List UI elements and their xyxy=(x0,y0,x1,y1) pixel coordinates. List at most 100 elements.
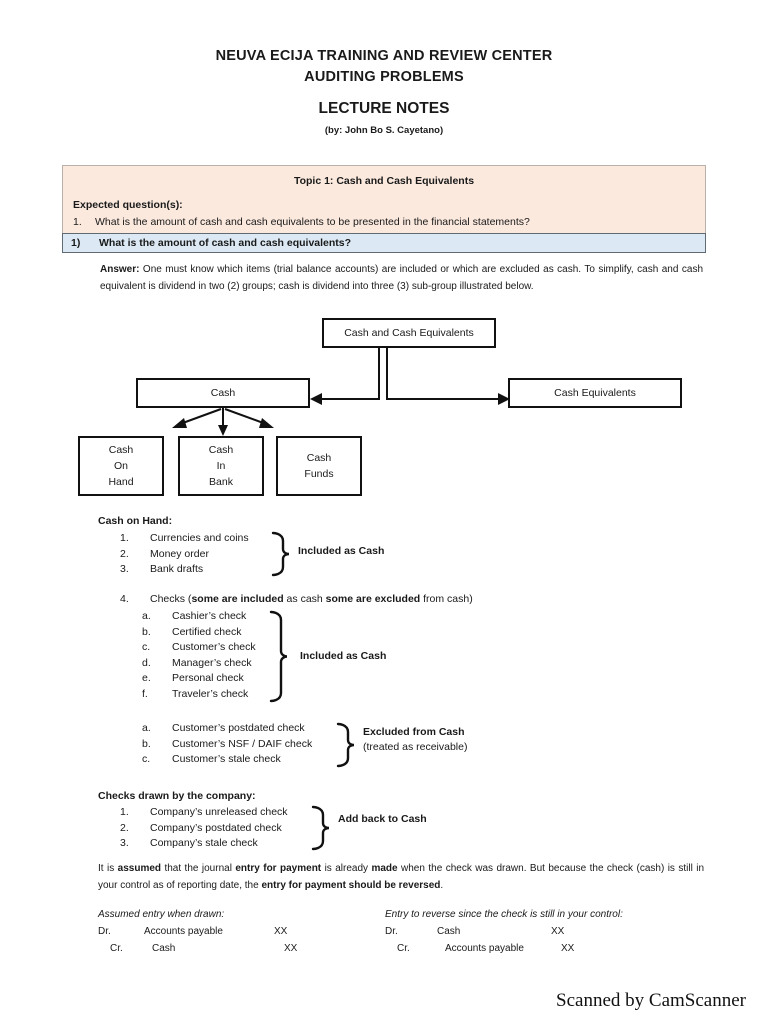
closing-text-5: . xyxy=(440,880,444,891)
list-item-text: Company’s unreleased check xyxy=(150,806,288,818)
list-item: 1. Company’s unreleased check xyxy=(120,805,288,821)
list-item: b. Customer’s NSF / DAIF check xyxy=(142,737,312,753)
closing-bold-1: assumed xyxy=(117,863,162,874)
list-item: d. Manager’s check xyxy=(142,656,256,672)
journal-entry-reversal: Entry to reverse since the check is stil… xyxy=(385,906,705,957)
question-bar-text: What is the amount of cash and cash equi… xyxy=(99,237,352,249)
journal-entry-side: Dr. xyxy=(98,926,111,937)
section-heading-cash-on-hand: Cash on Hand: xyxy=(98,515,173,527)
list-item-text: Cashier’s check xyxy=(172,610,247,622)
list-item-text-bold1: some are included xyxy=(191,593,284,605)
diagram-box-label-line2: Funds xyxy=(304,468,334,480)
list-item-text: Personal check xyxy=(172,672,244,685)
list-item: f. Traveler’s check xyxy=(142,687,256,703)
list-item-marker: c. xyxy=(142,753,151,766)
diagram-box-cash-on-hand: Cash On Hand xyxy=(78,436,164,496)
list-checks-excluded: a. Customer’s postdated check b. Custome… xyxy=(142,721,312,768)
journal-entry-title: Assumed entry when drawn: xyxy=(98,909,225,920)
topic-title: Topic 1: Cash and Cash Equivalents xyxy=(293,175,475,187)
scanner-watermark: Scanned by CamScanner xyxy=(556,990,746,1011)
author-byline: (by: John Bo S. Cayetano) xyxy=(324,125,444,136)
question-bar: 1) What is the amount of cash and cash e… xyxy=(62,233,706,253)
document-header: NEUVA ECIJA TRAINING AND REVIEW CENTER A… xyxy=(0,46,768,138)
diagram-fanout-arrows-icon xyxy=(172,408,274,436)
list-item-marker: b. xyxy=(142,625,151,638)
diagram-box-label-line3: Bank xyxy=(209,476,233,488)
expected-question-number: 1. xyxy=(73,216,82,228)
list-item: a. Cashier’s check xyxy=(142,609,256,625)
journal-entry-title: Entry to reverse since the check is stil… xyxy=(385,909,623,920)
brace-label-add-back-to-cash: Add back to Cash xyxy=(338,813,427,825)
diagram-box-label-line3: Hand xyxy=(108,476,134,488)
list-item-text: Manager’s check xyxy=(172,656,252,669)
diagram-connector-arm-left xyxy=(318,398,380,400)
diagram-connector-stem-right xyxy=(386,348,388,400)
brace-checks-included-icon xyxy=(268,610,288,703)
list-item-text: Certified check xyxy=(172,625,242,638)
list-item-text: Company’s stale check xyxy=(150,837,258,850)
expected-questions-label: Expected question(s): xyxy=(73,199,183,211)
list-item-text-post: from cash) xyxy=(420,593,473,605)
brace-label-included-as-cash: Included as Cash xyxy=(298,545,385,557)
journal-entry-amount: XX xyxy=(561,943,575,954)
question-bar-number: 1) xyxy=(71,237,81,249)
list-item-marker: a. xyxy=(142,722,151,734)
list-item-text: Money order xyxy=(150,547,209,560)
diagram-box-cash-and-cash-equivalents: Cash and Cash Equivalents xyxy=(322,318,496,348)
diagram-box-cash-equivalents: Cash Equivalents xyxy=(508,378,682,408)
list-checks-included: a. Cashier’s check b. Certified check c.… xyxy=(142,609,256,703)
journal-entry-amount: XX xyxy=(551,926,565,937)
list-item-text: Traveler’s check xyxy=(172,687,249,700)
expected-question-item: 1. What is the amount of cash and cash e… xyxy=(73,215,695,230)
brace-checks-excluded-icon xyxy=(335,722,355,768)
list-item-marker: 2. xyxy=(120,821,129,834)
diagram-box-label-line1: Cash xyxy=(306,452,332,464)
closing-bold-3: made xyxy=(371,863,398,874)
list-item: c. Customer’s stale check xyxy=(142,752,312,768)
closing-text-4: when the check was drawn. But because th… xyxy=(98,863,705,891)
list-item: e. Personal check xyxy=(142,671,256,687)
journal-entry-amount: XX xyxy=(274,926,288,937)
answer-paragraph: Answer: One must know which items (trial… xyxy=(100,261,703,295)
list-item-text: Bank drafts xyxy=(150,563,204,576)
list-item-marker: c. xyxy=(142,641,151,654)
closing-bold-2: entry for payment xyxy=(235,863,322,874)
list-item: 1. Currencies and coins xyxy=(120,531,249,547)
answer-text: One must know which items (trial balance… xyxy=(100,264,704,292)
list-item-text: Customer’s check xyxy=(172,641,256,654)
diagram-box-cash-funds: Cash Funds xyxy=(276,436,362,496)
diagram-connector-stem-left xyxy=(378,348,380,400)
journal-entry-side: Cr. xyxy=(397,943,410,954)
list-item-marker: b. xyxy=(142,737,151,750)
journal-entry-account: Cash xyxy=(152,943,176,954)
diagram-box-cash: Cash xyxy=(136,378,310,408)
list-cash-on-hand: 1. Currencies and coins 2. Money order 3… xyxy=(120,531,249,578)
closing-paragraph: It is assumed that the journal entry for… xyxy=(98,860,704,894)
list-item: b. Certified check xyxy=(142,625,256,641)
diagram-box-label: Cash Equivalents xyxy=(554,387,636,399)
list-item-marker: d. xyxy=(142,656,151,669)
list-item-text: Customer’s postdated check xyxy=(172,722,305,734)
answer-label: Answer: xyxy=(100,264,140,275)
journal-entry-account: Cash xyxy=(437,926,461,937)
closing-text-3: is already xyxy=(321,863,372,874)
cash-hierarchy-diagram: Cash and Cash Equivalents Cash Cash Equi… xyxy=(0,310,768,510)
list-checks-drawn: 1. Company’s unreleased check 2. Company… xyxy=(120,805,288,852)
subject-name: AUDITING PROBLEMS xyxy=(304,69,464,85)
list-item-marker: 1. xyxy=(120,532,129,544)
journal-entry-row: Dr. Cash XX xyxy=(385,923,705,940)
journal-entry-side: Dr. xyxy=(385,926,398,937)
list-item-text: Customer’s NSF / DAIF check xyxy=(172,737,313,750)
list-item-marker: e. xyxy=(142,672,151,685)
diagram-box-label-line2: In xyxy=(216,460,226,472)
closing-text-1: It is xyxy=(98,863,118,874)
journal-entry-row: Dr. Accounts payable XX xyxy=(98,923,378,940)
list-item-checks: 4. Checks (some are included as cash som… xyxy=(120,592,473,608)
journal-entry-row: Cr. Cash XX xyxy=(98,940,378,957)
journal-entry-amount: XX xyxy=(284,943,298,954)
list-item-text: Customer’s stale check xyxy=(172,753,281,766)
diagram-connector-arm-right xyxy=(386,398,506,400)
list-item-text-pre: Checks ( xyxy=(150,593,192,605)
list-item: 3. Bank drafts xyxy=(120,562,249,578)
